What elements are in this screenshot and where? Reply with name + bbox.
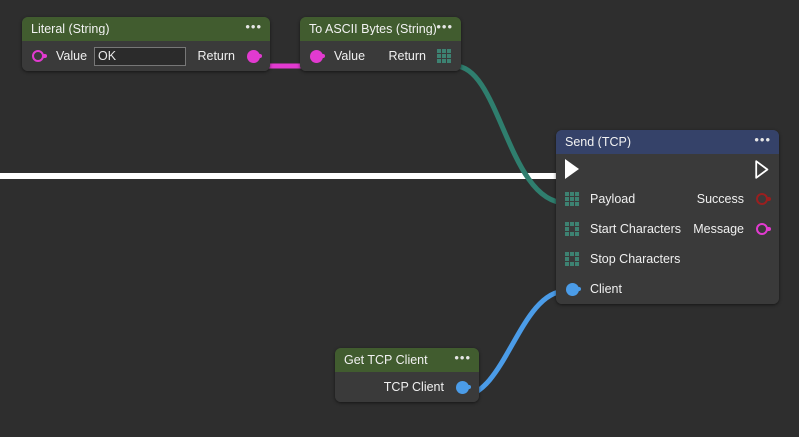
output-port-return-circle-icon[interactable] [244,48,262,64]
node-body: TCP Client [335,372,479,402]
output-label-return: Return [388,49,426,63]
node-header[interactable]: Get TCP Client ••• [335,348,479,372]
output-port-tcp-client-circle-icon[interactable] [453,379,471,395]
output-label-message: Message [693,222,744,236]
node-title: Send (TCP) [565,135,631,149]
output-label-return: Return [197,49,235,63]
node-send-tcp[interactable]: Send (TCP) ••• Payload [556,130,779,304]
node-menu-icon[interactable]: ••• [245,18,262,34]
port-row-start-characters: Start Characters Message [556,214,779,244]
node-header[interactable]: Literal (String) ••• [22,17,270,41]
node-to-ascii-bytes-string[interactable]: To ASCII Bytes (String) ••• Value Return [300,17,461,71]
node-get-tcp-client[interactable]: Get TCP Client ••• TCP Client [335,348,479,402]
node-literal-string[interactable]: Literal (String) ••• Value Return [22,17,270,71]
node-body: Payload Success Start Characters Message [556,154,779,304]
port-row-tcp-client: TCP Client [335,372,479,402]
node-header[interactable]: Send (TCP) ••• [556,130,779,154]
input-label-value: Value [56,49,88,63]
input-port-start-characters-grid-icon[interactable] [563,221,581,237]
port-row-stop-characters: Stop Characters [556,244,779,274]
node-title: Get TCP Client [344,353,428,367]
node-title: Literal (String) [31,22,110,36]
input-label-payload: Payload [590,192,636,206]
output-port-return-grid-icon[interactable] [435,48,453,64]
port-row-payload: Payload Success [556,184,779,214]
port-row-value: Value Return [22,41,270,71]
value-text-input[interactable] [94,46,187,66]
exec-input-arrow-icon[interactable] [565,159,579,179]
output-label-success: Success [696,192,744,206]
input-label-client: Client [590,282,622,296]
input-port-stop-characters-grid-icon[interactable] [563,251,581,267]
output-label-tcp-client: TCP Client [383,380,444,394]
input-port-value-circle-icon[interactable] [29,48,47,64]
input-port-value-circle-icon[interactable] [307,48,325,64]
node-header[interactable]: To ASCII Bytes (String) ••• [300,17,461,41]
input-port-client-circle-icon[interactable] [563,281,581,297]
port-row-value: Value Return [300,41,461,71]
exec-row [556,154,779,184]
input-port-payload-grid-icon[interactable] [563,191,581,207]
node-menu-icon[interactable]: ••• [754,131,771,147]
output-port-message-circle-icon[interactable] [753,221,771,237]
port-row-client: Client [556,274,779,304]
input-label-stop-characters: Stop Characters [590,252,681,266]
input-label-value: Value [334,49,366,63]
node-body: Value Return [22,41,270,71]
node-title: To ASCII Bytes (String) [309,22,437,36]
node-menu-icon[interactable]: ••• [436,18,453,34]
node-menu-icon[interactable]: ••• [454,349,471,365]
output-port-success-circle-icon[interactable] [753,191,771,207]
input-label-start-characters: Start Characters [590,222,682,236]
wire-toascii-to-payload [452,63,569,206]
node-body: Value Return [300,41,461,71]
exec-output-arrow-icon[interactable] [755,159,769,179]
